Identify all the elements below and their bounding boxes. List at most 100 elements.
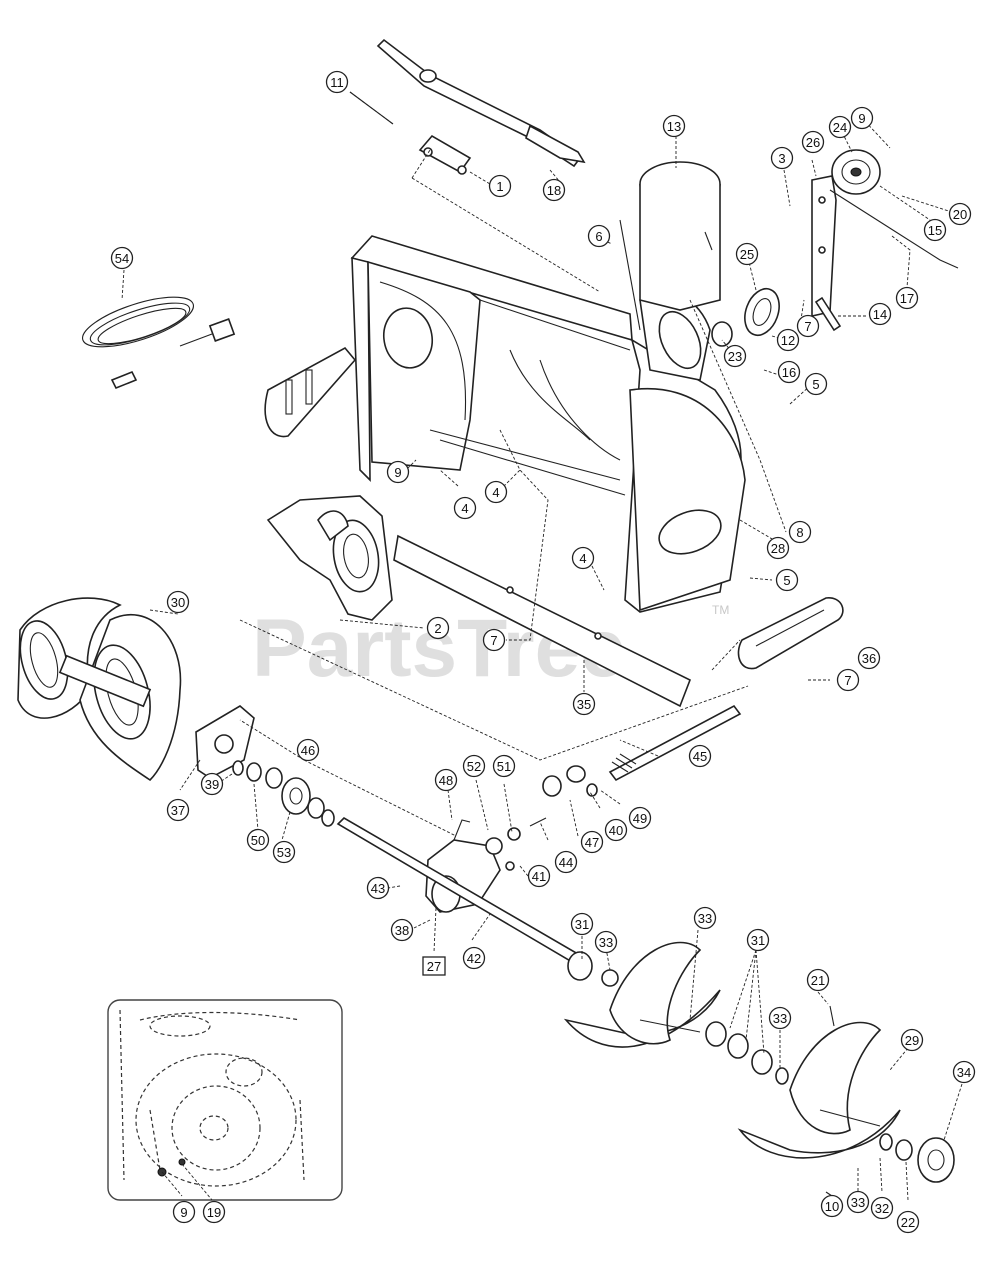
callout-circle — [587, 224, 611, 248]
callout-41: 41 — [527, 864, 551, 888]
callout-39: 39 — [200, 772, 224, 796]
part-bushings-31 — [705, 1021, 789, 1085]
callout-number: 5 — [783, 573, 790, 588]
callout-number: 24 — [833, 120, 847, 135]
callout-5: 5 — [804, 372, 828, 396]
callout-9: 9 — [850, 106, 874, 130]
part-bracket-1 — [418, 134, 472, 175]
callout-circle — [628, 806, 652, 830]
callout-number: 9 — [180, 1205, 187, 1220]
callout-25: 25 — [735, 242, 759, 266]
part-scraper-bar — [393, 534, 692, 708]
callout-circle — [952, 1060, 976, 1084]
callout-number: 48 — [439, 773, 453, 788]
callout-circle — [688, 744, 712, 768]
callout-number: 49 — [633, 811, 647, 826]
watermark-trademark: TM — [712, 603, 729, 617]
callout-circle — [462, 754, 486, 778]
callout-number: 17 — [900, 291, 914, 306]
callout-circle — [572, 692, 596, 716]
callout-circle — [453, 496, 477, 520]
callout-number: 43 — [371, 881, 385, 896]
part-pulley — [831, 149, 881, 195]
callout-number: 45 — [693, 749, 707, 764]
callout-51: 51 — [492, 754, 516, 778]
callout-number: 37 — [171, 803, 185, 818]
callout-number: 25 — [740, 247, 754, 262]
callout-circle — [272, 840, 296, 864]
callout-10: 10 — [820, 1194, 844, 1218]
part-auger-housing — [350, 235, 746, 613]
callout-44: 44 — [554, 850, 578, 874]
callout-circle — [200, 772, 224, 796]
callout-circle — [434, 768, 458, 792]
callout-number: 15 — [928, 223, 942, 238]
callout-circle — [386, 460, 410, 484]
part-power-cord — [82, 296, 236, 390]
callout-53: 53 — [272, 840, 296, 864]
callout-35: 35 — [572, 692, 596, 716]
callout-number: 41 — [532, 869, 546, 884]
callout-number: 19 — [207, 1205, 221, 1220]
callout-number: 35 — [577, 697, 591, 712]
callout-circle — [462, 946, 486, 970]
part-skid-shoe-right — [737, 597, 844, 670]
callout-33: 33 — [594, 930, 618, 954]
callout-number: 31 — [751, 933, 765, 948]
callout-number: 34 — [957, 1065, 971, 1080]
callout-33: 33 — [846, 1190, 870, 1214]
callout-number: 18 — [547, 183, 561, 198]
callout-circle — [850, 106, 874, 130]
part-washers-row — [232, 760, 335, 827]
callout-circle — [172, 1200, 196, 1224]
part-chute-bracket — [811, 175, 837, 317]
callout-15: 15 — [923, 218, 947, 242]
callout-number: 7 — [490, 633, 497, 648]
callout-number: 30 — [171, 595, 185, 610]
callout-number: 4 — [461, 501, 468, 516]
callout-circle — [166, 590, 190, 614]
callout-circle — [482, 628, 506, 652]
callout-number: 42 — [467, 951, 481, 966]
callout-6: 6 — [587, 224, 611, 248]
callout-circle — [788, 520, 812, 544]
callout-circle — [868, 302, 892, 326]
callout-circle — [492, 754, 516, 778]
callout-21: 21 — [806, 968, 830, 992]
callout-13: 13 — [662, 114, 686, 138]
callout-7: 7 — [482, 628, 506, 652]
callout-number: 6 — [595, 229, 602, 244]
part-auger-right-outer — [737, 1005, 955, 1201]
callout-number: 9 — [394, 465, 401, 480]
callout-circle — [662, 114, 686, 138]
callout-2: 2 — [426, 616, 450, 640]
callout-circle — [828, 115, 852, 139]
callout-circle — [366, 876, 390, 900]
callout-number: 40 — [609, 823, 623, 838]
callout-22: 22 — [896, 1210, 920, 1234]
boxed-callout-number: 27 — [427, 959, 441, 974]
callout-number: 46 — [301, 743, 315, 758]
callout-circle — [246, 828, 270, 852]
callout-circle — [580, 830, 604, 854]
callout-number: 22 — [901, 1215, 915, 1230]
callout-number: 33 — [773, 1011, 787, 1026]
callout-number: 54 — [115, 251, 129, 266]
callout-number: 32 — [875, 1201, 889, 1216]
callout-circle — [768, 1006, 792, 1030]
callout-number: 21 — [811, 973, 825, 988]
callout-43: 43 — [366, 876, 390, 900]
callout-number: 44 — [559, 855, 573, 870]
callout-number: 38 — [395, 923, 409, 938]
callout-1: 1 — [488, 174, 512, 198]
part-bushings-row — [485, 765, 598, 871]
callout-circle — [804, 372, 828, 396]
callout-number: 4 — [492, 485, 499, 500]
callout-46: 46 — [296, 738, 320, 762]
callout-12: 12 — [776, 328, 800, 352]
callout-circle — [870, 1196, 894, 1220]
callout-number: 3 — [778, 151, 785, 166]
callout-number: 33 — [851, 1195, 865, 1210]
callout-circle — [820, 1194, 844, 1218]
callout-3: 3 — [770, 146, 794, 170]
